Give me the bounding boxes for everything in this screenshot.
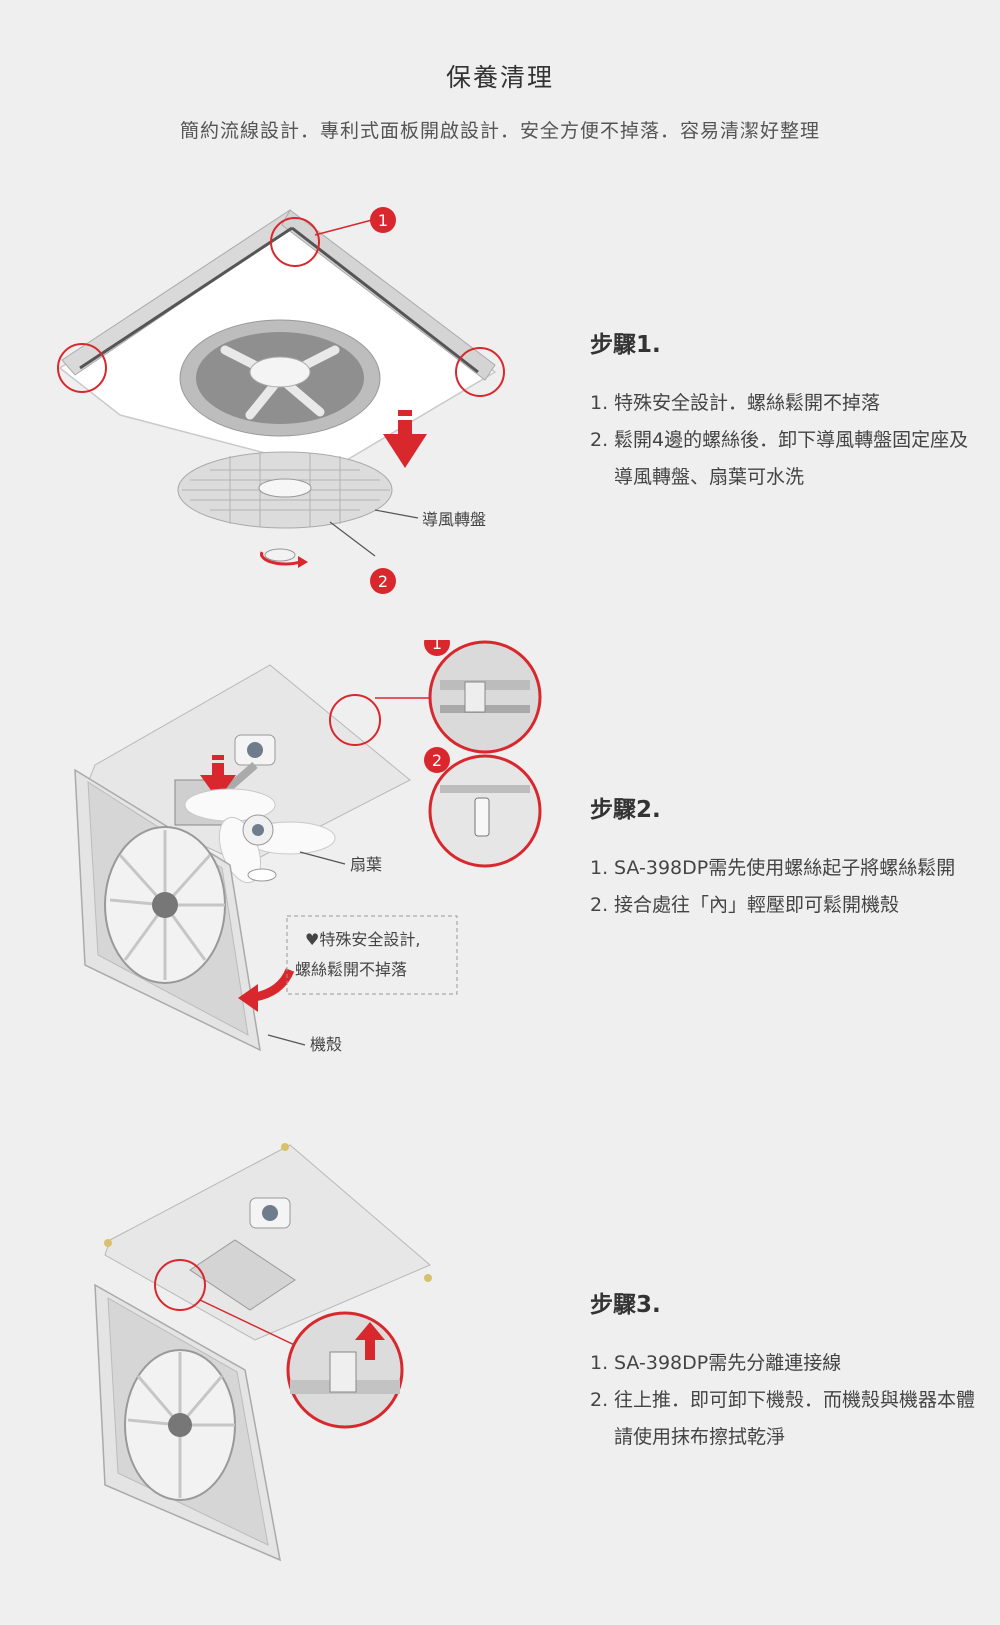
step1-marker-2 <box>370 568 396 594</box>
step1-illustration: 1 2 導風轉盤 <box>57 207 505 594</box>
step1-marker-1 <box>370 207 396 233</box>
step2-heading: 步驟2. <box>590 797 661 823</box>
page-title: 保養清理 <box>445 63 554 92</box>
step2-note-line1: ♥特殊安全設計, <box>305 930 420 949</box>
step1-marker-2-label: 2 <box>378 572 388 591</box>
page-subtitle: 簡約流線設計．專利式面板開啟設計．安全方便不掉落．容易清潔好整理 <box>179 120 820 142</box>
step3-illustration <box>94 1143 432 1562</box>
step1-callout-label: 導風轉盤 <box>422 510 486 529</box>
step2-list: 1.SA-398DP需先使用螺絲起子將螺絲鬆開 2.接合處往「內」輕壓即可鬆開機… <box>590 850 980 924</box>
step2-note-line2: 螺絲鬆開不掉落 <box>295 960 407 979</box>
step2-note-box <box>286 915 458 995</box>
step2-marker-1 <box>424 640 450 656</box>
step3-list: 1.SA-398DP需先分離連接線 2.往上推．即可卸下機殼．而機殼與機器本體請… <box>590 1345 980 1456</box>
step1-heading: 步驟1. <box>590 332 661 358</box>
step3-text: 步驟3. 1.SA-398DP需先分離連接線 2.往上推．即可卸下機殼．而機殼與… <box>590 1285 980 1456</box>
step2-fan-label: 扇葉 <box>350 855 382 874</box>
step2-text: 步驟2. 1.SA-398DP需先使用螺絲起子將螺絲鬆開 2.接合處往「內」輕壓… <box>590 790 980 924</box>
step1-list: 1.特殊安全設計．螺絲鬆開不掉落 2.鬆開4邊的螺絲後．卸下導風轉盤固定座及導風… <box>590 385 980 496</box>
step2-marker-2-label: 2 <box>432 751 442 770</box>
list-item: 2.接合處往「內」輕壓即可鬆開機殼 <box>590 894 900 916</box>
step3-heading: 步驟3. <box>590 1292 661 1318</box>
step1-text: 步驟1. 1.特殊安全設計．螺絲鬆開不掉落 2.鬆開4邊的螺絲後．卸下導風轉盤固… <box>590 325 980 496</box>
list-item: 1.SA-398DP需先使用螺絲起子將螺絲鬆開 <box>590 857 956 879</box>
list-item: 1.特殊安全設計．螺絲鬆開不掉落 <box>590 392 881 414</box>
step2-case-label: 機殼 <box>310 1035 342 1054</box>
list-item: 2.鬆開4邊的螺絲後．卸下導風轉盤固定座及導風轉盤、扇葉可水洗 <box>590 429 969 488</box>
step2-marker-1-label: 1 <box>432 640 442 653</box>
step2-illustration: 1 2 扇葉 ♥特殊安全設計, 螺絲鬆開不掉落 機殼 <box>74 640 542 1054</box>
list-item: 2.往上推．即可卸下機殼．而機殼與機器本體請使用抹布擦拭乾淨 <box>590 1389 976 1448</box>
step1-marker-1-label: 1 <box>378 211 388 230</box>
list-item: 1.SA-398DP需先分離連接線 <box>590 1352 842 1374</box>
step2-marker-2 <box>424 747 450 773</box>
